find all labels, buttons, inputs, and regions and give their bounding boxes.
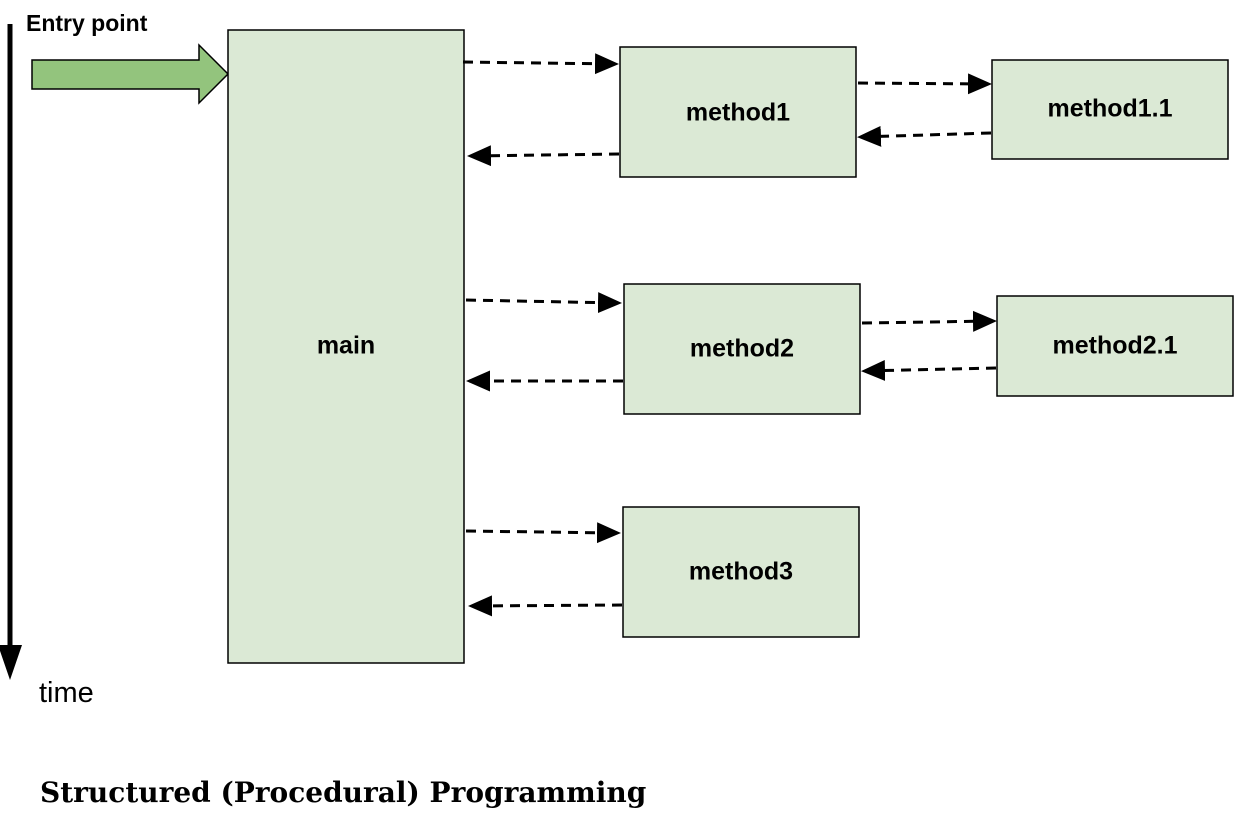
box-method3-label: method3 [689,558,793,586]
box-method1-1: method1.1 [991,59,1229,160]
call-arrow-main-to-method3 [465,522,621,544]
call-arrow-main-to-method1 [462,53,619,75]
entry-arrow [31,43,230,105]
time-label: time [39,677,94,709]
box-main-label: main [317,332,375,360]
entry-point-label: Entry point [26,10,148,36]
box-method1: method1 [619,46,857,178]
time-axis-arrowhead [0,645,22,680]
time-axis: time [0,24,94,709]
call-arrow-method1-to-method1-1 [857,73,992,95]
entry-point: Entry point [26,10,230,105]
box-method1-label: method1 [686,99,790,127]
call-arrow-method2-to-method2-1 [861,310,997,332]
box-main: main [227,29,465,664]
return-arrow-method1-to-main [467,145,620,167]
return-arrow-method1-1-to-method1 [857,125,992,147]
return-arrow-method3-to-main [468,595,623,617]
box-method2-1: method2.1 [996,295,1234,397]
box-method2-label: method2 [690,335,794,363]
box-method2-1-label: method2.1 [1052,332,1177,360]
return-arrow-method2-1-to-method2 [861,360,997,382]
box-method3: method3 [622,506,860,638]
call-arrows [462,53,997,617]
call-arrow-main-to-method2 [465,292,622,314]
diagram-caption: Structured (Procedural) Programming [40,776,647,809]
box-method1-1-label: method1.1 [1047,95,1172,123]
box-method2: method2 [623,283,861,415]
